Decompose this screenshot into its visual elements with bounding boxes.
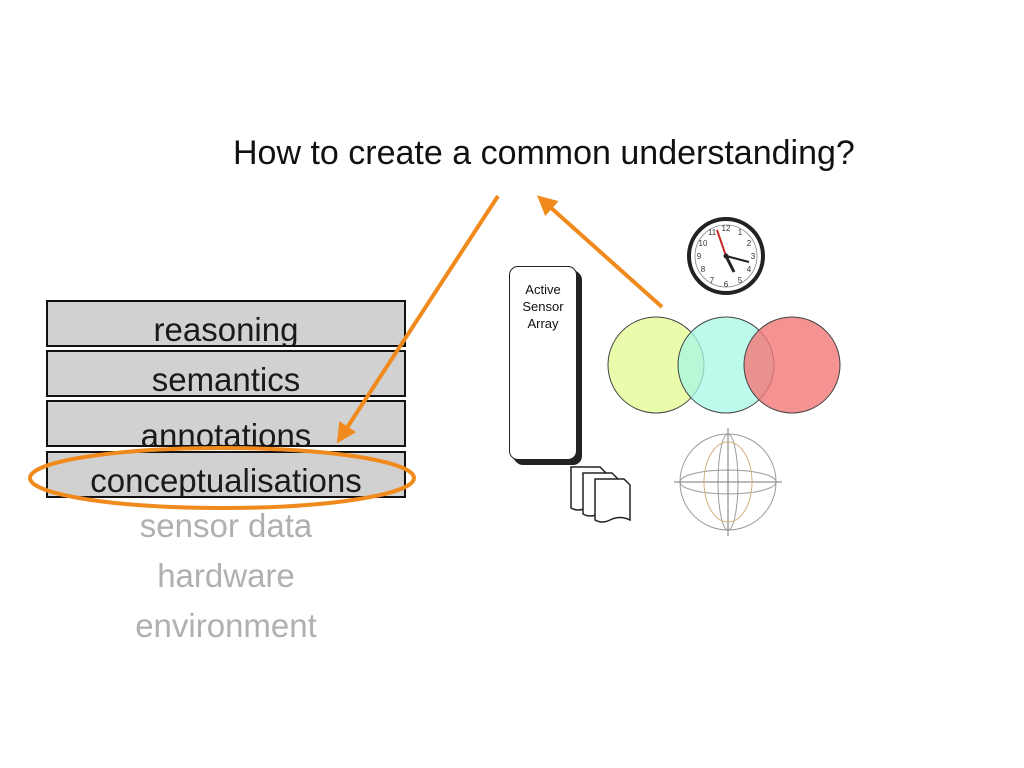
layer-conceptualisations: conceptualisations (46, 451, 406, 498)
svg-text:11: 11 (708, 228, 717, 237)
highlight-ellipse (28, 446, 416, 510)
svg-text:6: 6 (724, 280, 729, 289)
svg-text:2: 2 (747, 239, 752, 248)
venn-diagram-icon (607, 316, 841, 414)
sensor-label: Active Sensor Array (522, 282, 564, 331)
svg-text:7: 7 (710, 276, 715, 285)
layer-reasoning: reasoning (46, 300, 406, 347)
svg-text:12: 12 (722, 224, 731, 233)
svg-text:4: 4 (747, 265, 752, 274)
svg-text:1: 1 (738, 228, 743, 237)
svg-text:10: 10 (699, 239, 708, 248)
active-sensor-array: Active Sensor Array (509, 266, 577, 460)
svg-text:9: 9 (697, 252, 702, 261)
svg-text:3: 3 (751, 252, 756, 261)
svg-text:8: 8 (701, 265, 706, 274)
arrow-to-title (537, 195, 664, 309)
layer-semantics: semantics (46, 350, 406, 397)
documents-icon (570, 466, 631, 523)
layer-environment: environment (135, 607, 317, 644)
slide-title: How to create a common understanding? (233, 134, 855, 172)
arrow-to-conceptualisations (336, 194, 500, 444)
clock-icon: 12 1 2 3 4 5 6 7 8 9 10 11 (687, 217, 765, 295)
svg-text:5: 5 (738, 276, 743, 285)
layer-hardware: hardware (157, 557, 295, 594)
layer-sensor-data: sensor data (139, 507, 313, 544)
sphere-diagram-icon (674, 428, 782, 536)
